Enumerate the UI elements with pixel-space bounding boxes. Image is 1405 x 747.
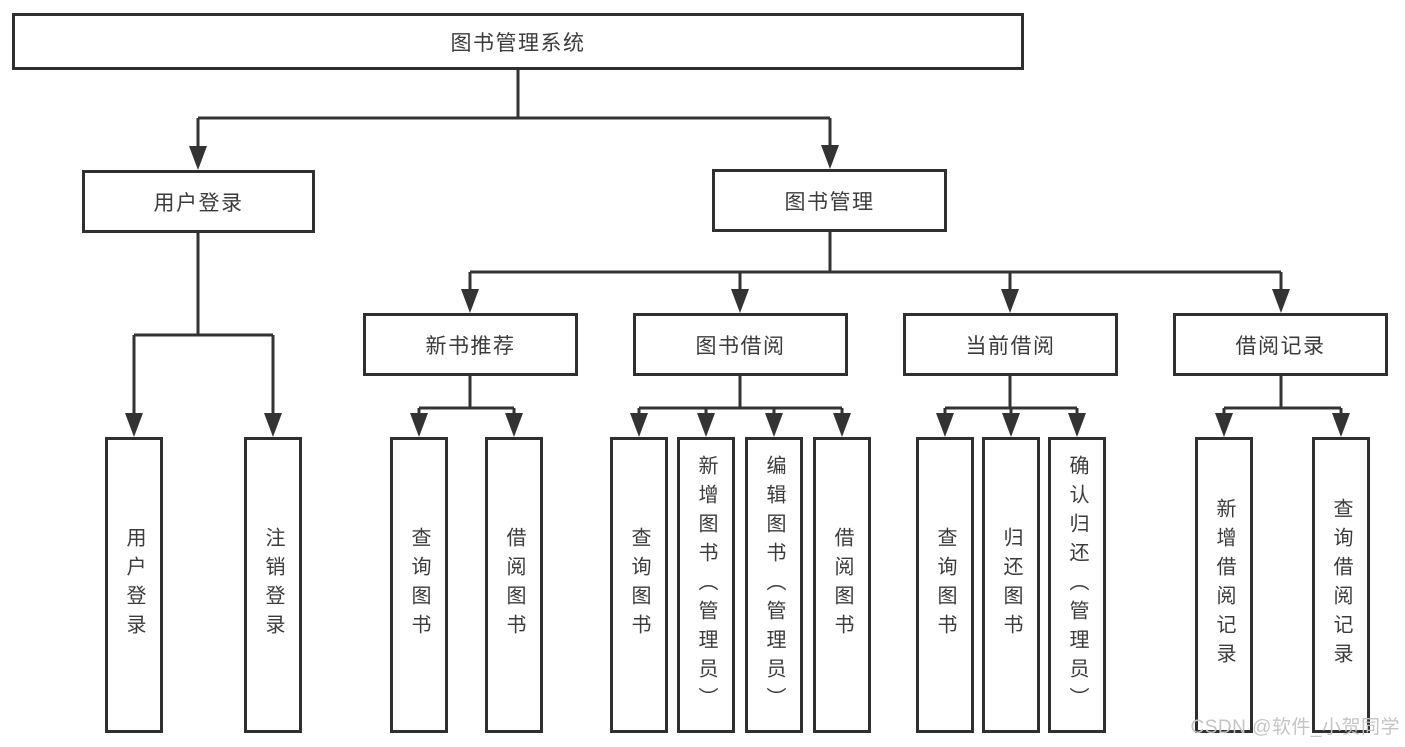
arrowheads <box>125 145 1350 437</box>
leaf-query-borrow-record-label: 查询借阅记录 <box>1330 498 1352 672</box>
leaf-user-login-label: 用户登录 <box>123 527 145 643</box>
leaf-query-books-borrowing: 查询图书 <box>610 437 668 733</box>
leaf-borrow-books-recommend-label: 借阅图书 <box>503 527 525 643</box>
leaf-add-borrow-record: 新增借阅记录 <box>1195 437 1253 733</box>
node-book-borrowing-label: 图书借阅 <box>695 334 786 358</box>
node-user-login: 用户登录 <box>82 170 315 233</box>
leaf-borrow-books-borrowing-label: 借阅图书 <box>831 527 853 643</box>
leaf-add-books-admin-label: 新增图书（管理员） <box>695 454 717 716</box>
leaf-confirm-return-admin-label: 确认归还（管理员） <box>1066 454 1088 716</box>
node-root-label: 图书管理系统 <box>450 31 586 55</box>
leaf-edit-books-admin: 编辑图书（管理员） <box>745 437 803 733</box>
leaf-logout-label: 注销登录 <box>262 527 284 643</box>
watermark-text: CSDN @软件_小贺同学 <box>1190 717 1400 738</box>
leaf-query-books-current-label: 查询图书 <box>934 527 956 643</box>
leaf-return-books-label: 归还图书 <box>1000 527 1022 643</box>
leaf-query-books-borrowing-label: 查询图书 <box>628 527 650 643</box>
leaf-confirm-return-admin: 确认归还（管理员） <box>1048 437 1106 733</box>
node-book-borrowing: 图书借阅 <box>633 313 848 376</box>
leaf-borrow-books-borrowing: 借阅图书 <box>813 437 871 733</box>
leaf-query-books-recommend-label: 查询图书 <box>408 527 430 643</box>
leaf-borrow-books-recommend: 借阅图书 <box>485 437 543 733</box>
node-new-book-recommend-label: 新书推荐 <box>425 334 516 358</box>
leaf-add-borrow-record-label: 新增借阅记录 <box>1213 498 1235 672</box>
node-book-management: 图书管理 <box>712 169 947 232</box>
node-book-management-label: 图书管理 <box>784 190 875 214</box>
node-new-book-recommend: 新书推荐 <box>363 313 578 376</box>
node-current-borrowing: 当前借阅 <box>903 313 1118 376</box>
leaf-user-login: 用户登录 <box>105 437 163 733</box>
leaf-query-books-recommend: 查询图书 <box>390 437 448 733</box>
leaf-add-books-admin: 新增图书（管理员） <box>677 437 735 733</box>
node-borrowing-records: 借阅记录 <box>1173 313 1388 376</box>
leaf-query-books-current: 查询图书 <box>916 437 974 733</box>
leaf-edit-books-admin-label: 编辑图书（管理员） <box>763 454 785 716</box>
node-current-borrowing-label: 当前借阅 <box>965 334 1056 358</box>
node-user-login-label: 用户登录 <box>153 191 244 215</box>
leaf-return-books: 归还图书 <box>982 437 1040 733</box>
leaf-query-borrow-record: 查询借阅记录 <box>1312 437 1370 733</box>
node-borrowing-records-label: 借阅记录 <box>1235 334 1326 358</box>
leaf-logout: 注销登录 <box>244 437 302 733</box>
node-root: 图书管理系统 <box>12 13 1024 70</box>
